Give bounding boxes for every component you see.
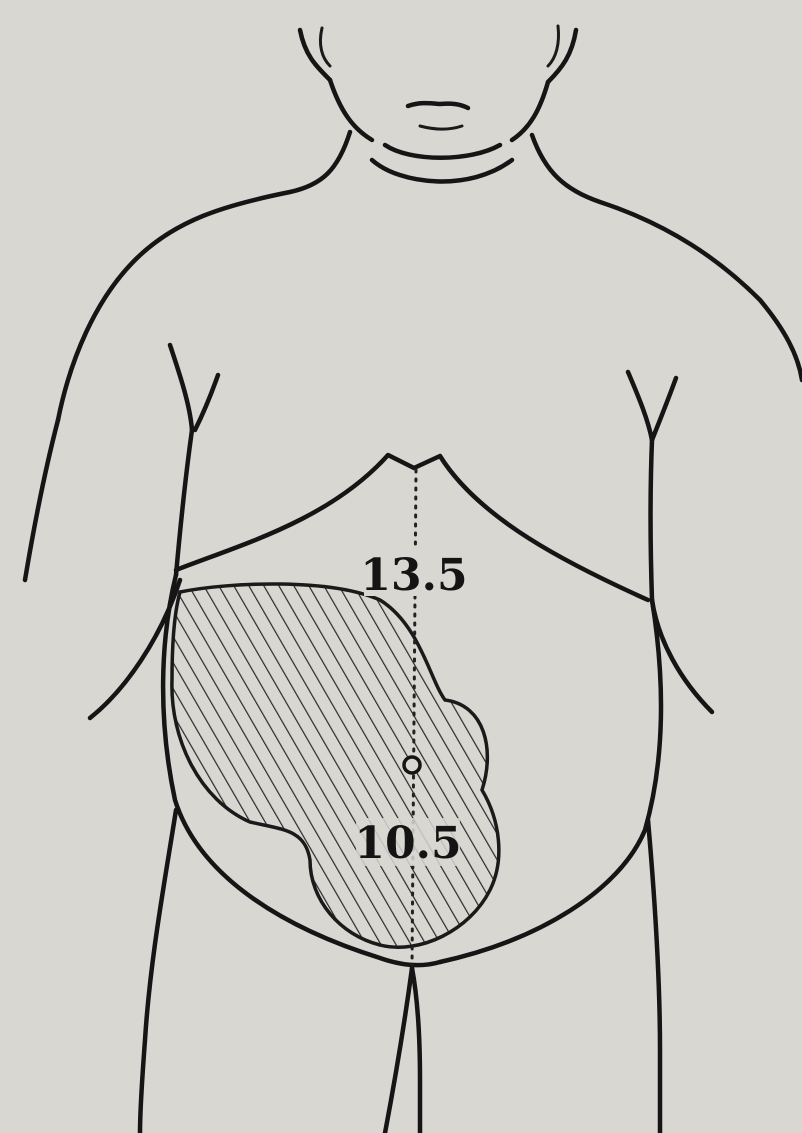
upper-measurement-label: 13.5 <box>360 550 467 601</box>
right-torso-side <box>651 440 653 600</box>
umbilicus-marker <box>404 757 420 773</box>
lower-measurement-label: 10.5 <box>354 818 461 869</box>
